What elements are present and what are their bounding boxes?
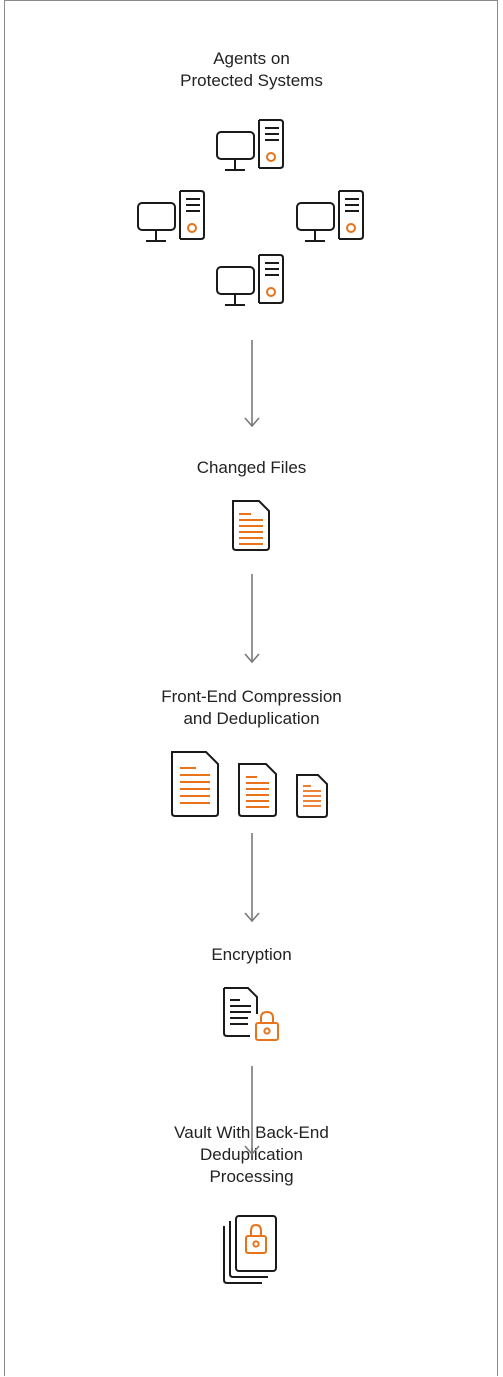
step-label-agents: Agents on Protected Systems — [180, 49, 323, 90]
step-label-compression: Front-End Compression and Deduplication — [161, 687, 342, 728]
flow-arrow — [244, 833, 260, 923]
document-icon-large — [171, 751, 219, 817]
vault-stack-icon — [223, 1215, 277, 1284]
flow-arrow — [244, 340, 260, 428]
computer-tower-icon — [216, 254, 284, 306]
document-icon-small — [296, 774, 328, 818]
step-label-changed-files: Changed Files — [196, 458, 307, 477]
computer-tower-icon — [137, 190, 205, 242]
diagram-frame — [4, 0, 498, 1376]
document-icon-medium — [238, 763, 277, 817]
flow-arrow — [244, 1066, 260, 1156]
step-label-encryption: Encryption — [211, 945, 292, 964]
encrypted-document-icon — [223, 987, 279, 1041]
computer-tower-icon — [216, 119, 284, 171]
document-icon — [232, 500, 270, 551]
computer-tower-icon — [296, 190, 364, 242]
flow-arrow — [244, 574, 260, 664]
